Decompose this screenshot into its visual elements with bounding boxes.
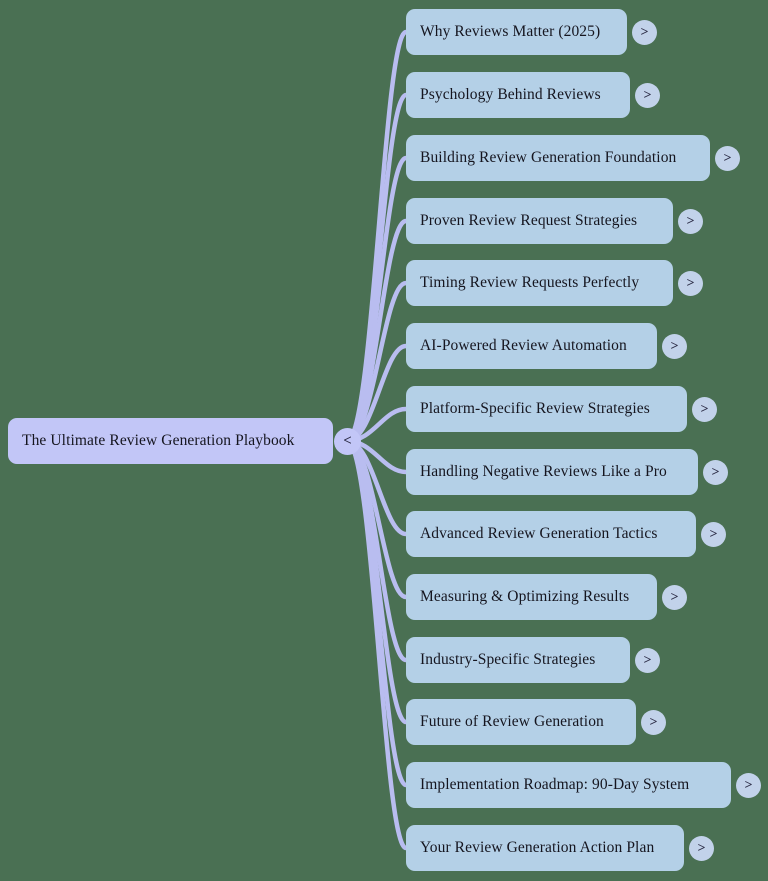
branch-node[interactable]: Proven Review Request Strategies <box>406 198 673 244</box>
branch-node[interactable]: Platform-Specific Review Strategies <box>406 386 687 432</box>
chevron-right-icon[interactable]: > <box>635 648 660 673</box>
branch-node[interactable]: AI-Powered Review Automation <box>406 323 657 369</box>
chevron-right-icon[interactable]: > <box>678 209 703 234</box>
edge-connector <box>344 438 409 537</box>
chevron-right-icon[interactable]: > <box>701 522 726 547</box>
chevron-right-icon[interactable]: > <box>678 271 703 296</box>
edge-connector <box>344 343 409 444</box>
chevron-right-icon[interactable]: > <box>662 334 687 359</box>
chevron-right-icon[interactable]: > <box>662 585 687 610</box>
edge-connector <box>344 29 409 444</box>
edge-connector <box>344 438 409 788</box>
chevron-right-icon[interactable]: > <box>703 460 728 485</box>
branch-node[interactable]: Future of Review Generation <box>406 699 636 745</box>
branch-node[interactable]: Why Reviews Matter (2025) <box>406 9 627 55</box>
branch-node[interactable]: Industry-Specific Strategies <box>406 637 630 683</box>
root-node[interactable]: The Ultimate Review Generation Playbook <box>8 418 333 464</box>
chevron-right-icon[interactable]: > <box>715 146 740 171</box>
edge-connector <box>344 218 409 444</box>
edge-connector <box>344 438 409 663</box>
branch-node[interactable]: Measuring & Optimizing Results <box>406 574 657 620</box>
branch-node[interactable]: Your Review Generation Action Plan <box>406 825 684 871</box>
branch-node[interactable]: Implementation Roadmap: 90-Day System <box>406 762 731 808</box>
branch-node[interactable]: Advanced Review Generation Tactics <box>406 511 696 557</box>
edge-connector <box>344 280 409 444</box>
edge-connector <box>344 155 409 444</box>
chevron-right-icon[interactable]: > <box>692 397 717 422</box>
edge-connector <box>344 92 409 444</box>
branch-node[interactable]: Timing Review Requests Perfectly <box>406 260 673 306</box>
chevron-right-icon[interactable]: > <box>632 20 657 45</box>
chevron-right-icon[interactable]: > <box>689 836 714 861</box>
edge-connector <box>344 438 409 851</box>
chevron-right-icon[interactable]: > <box>736 773 761 798</box>
branch-node[interactable]: Handling Negative Reviews Like a Pro <box>406 449 698 495</box>
chevron-right-icon[interactable]: > <box>635 83 660 108</box>
chevron-left-icon[interactable]: < <box>334 428 361 455</box>
edge-connector <box>344 438 409 725</box>
edge-connector <box>344 438 409 600</box>
chevron-right-icon[interactable]: > <box>641 710 666 735</box>
branch-node[interactable]: Psychology Behind Reviews <box>406 72 630 118</box>
branch-node[interactable]: Building Review Generation Foundation <box>406 135 710 181</box>
